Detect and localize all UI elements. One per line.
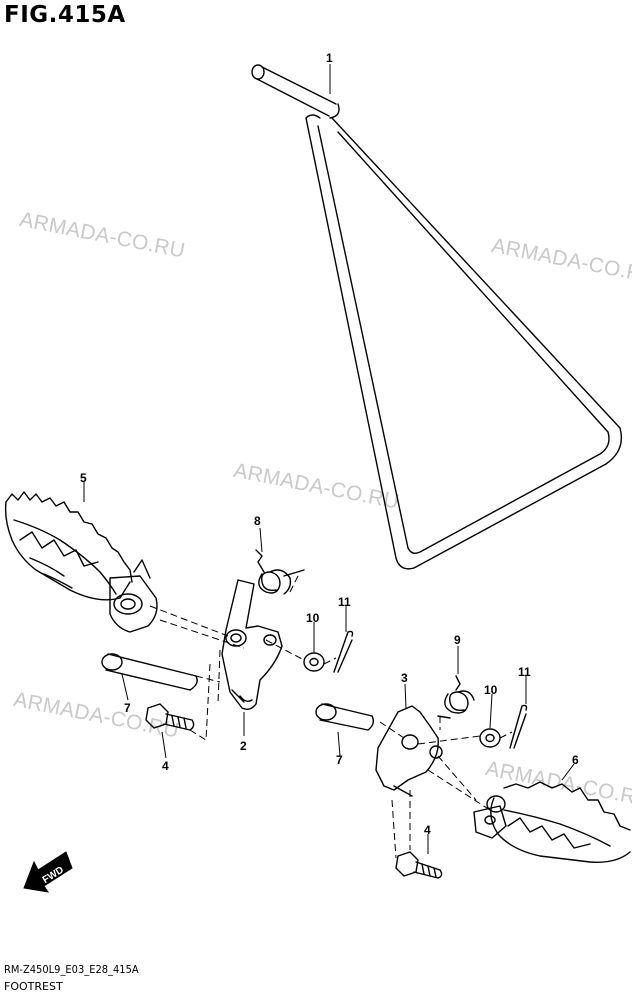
diagram-code: RM-Z450L9_E03_E28_415A <box>4 963 139 976</box>
spring-left <box>255 549 305 595</box>
pin-left <box>101 653 198 691</box>
callout-7-left: 7 <box>124 701 131 715</box>
callout-11-left: 11 <box>338 595 351 609</box>
callout-6: 6 <box>572 753 579 767</box>
callout-7-right: 7 <box>336 753 343 767</box>
callout-10-left: 10 <box>306 611 320 625</box>
callout-8: 8 <box>254 514 261 528</box>
fwd-arrow-icon: FWD <box>23 851 73 893</box>
callout-numbers: 1 2 3 4 4 5 6 7 7 8 9 10 10 11 11 <box>80 51 579 837</box>
footpeg-left <box>4 491 158 633</box>
stand-part <box>251 64 623 570</box>
bracket-right <box>375 705 443 797</box>
callout-11-right: 11 <box>518 665 531 679</box>
callout-3: 3 <box>401 671 408 685</box>
pin-right <box>315 703 375 731</box>
diagram-caption: FOOTREST <box>4 980 63 993</box>
callout-4-right: 4 <box>424 823 431 837</box>
bolt-right <box>395 851 443 879</box>
figure-title: FIG.415A <box>4 2 126 28</box>
assembly-lines <box>149 571 513 859</box>
spring-right <box>437 675 475 719</box>
footpeg-right <box>473 781 631 863</box>
bracket-left <box>221 579 283 711</box>
leader-lines <box>83 64 575 854</box>
callout-4-left: 4 <box>162 759 169 773</box>
washer-left <box>303 652 325 672</box>
washer-right <box>479 728 501 748</box>
callout-1: 1 <box>326 51 333 65</box>
bolt-left <box>145 703 195 731</box>
callout-9: 9 <box>454 633 461 647</box>
cotter-pin-left <box>333 630 354 673</box>
callout-2: 2 <box>240 739 247 753</box>
callout-5: 5 <box>80 471 87 485</box>
cotter-pin-right <box>509 704 528 749</box>
callout-10-right: 10 <box>484 683 498 697</box>
